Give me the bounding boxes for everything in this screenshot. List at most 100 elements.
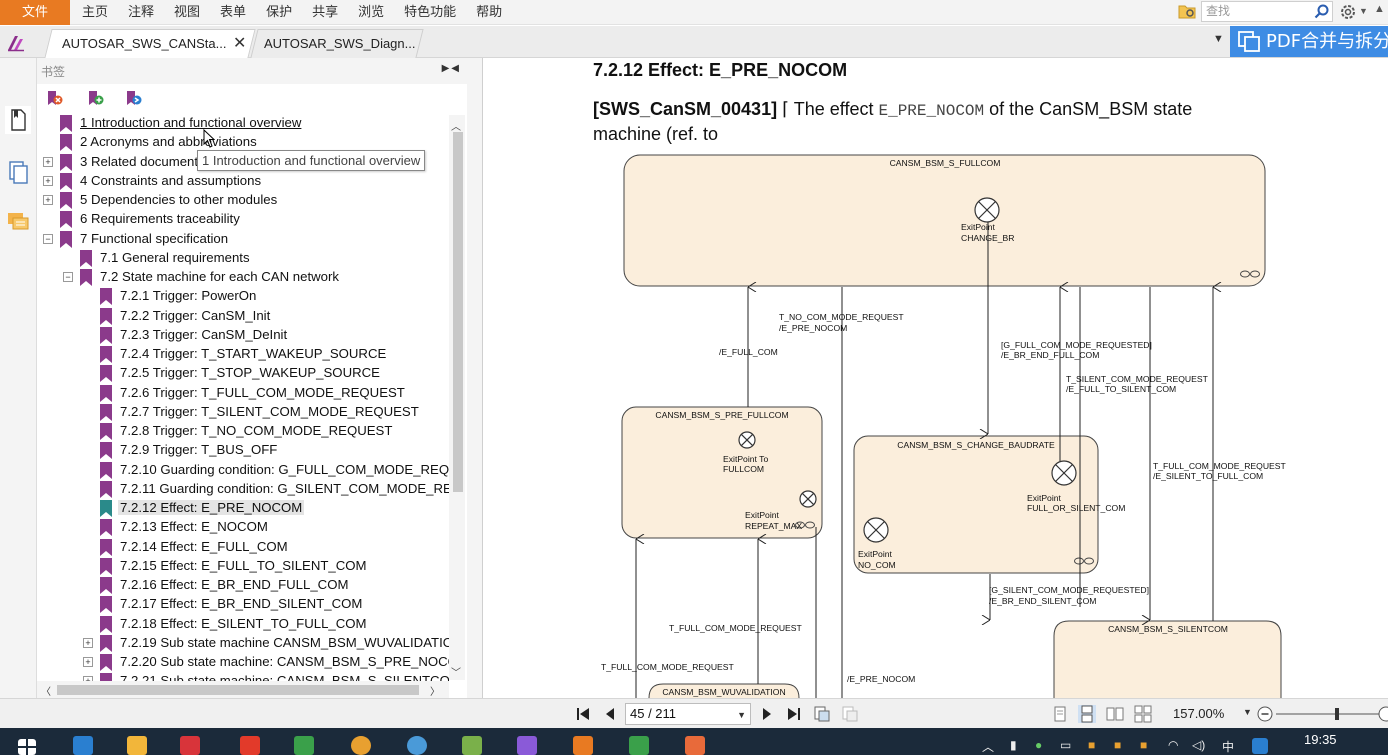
menu-item[interactable]: 表单 [220,5,247,20]
bookmark-item[interactable]: 7.2.14 Effect: E_FULL_COM [37,538,449,557]
bookmark-item[interactable]: 7.2.16 Effect: E_BR_END_FULL_COM [37,576,449,595]
expand-icon[interactable]: + [83,637,93,648]
menu-item[interactable]: 特色功能 [404,5,457,20]
menu-item[interactable]: 浏览 [358,5,385,20]
gear-icon[interactable] [1339,3,1357,21]
tray-app-icon[interactable] [1252,738,1268,754]
search-icon[interactable] [1314,4,1329,19]
previous-page-icon[interactable] [603,706,619,722]
menu-item[interactable]: 保护 [266,5,293,20]
bookmark-item[interactable]: 7.2.6 Trigger: T_FULL_COM_MODE_REQUEST [37,384,449,403]
scroll-left-icon[interactable]: 〈 [41,687,51,698]
file-menu-button[interactable]: 文件 [0,0,70,25]
taskbar-app-icon[interactable] [462,736,482,755]
taskbar-app-icon[interactable] [294,736,314,755]
bookmark-item[interactable]: 7.2.4 Trigger: T_START_WAKEUP_SOURCE [37,345,449,364]
bookmark-item[interactable]: +4 Constraints and assumptions [37,172,449,191]
volume-icon[interactable]: ◁) [1192,738,1206,752]
youdao-dictionary-icon[interactable] [180,736,200,755]
menu-item[interactable]: 注释 [128,5,155,20]
bookmark-item[interactable]: 7.2.11 Guarding condition: G_SILENT_COM_… [37,480,449,499]
pages-panel-icon[interactable] [5,158,31,186]
bookmark-item[interactable]: 1 Introduction and functional overview [37,114,449,133]
bookmark-item[interactable]: −7 Functional specification [37,230,449,249]
taskbar-app-icon[interactable] [240,736,260,755]
bookmark-item[interactable]: 6 Requirements traceability [37,210,449,229]
bookmark-item[interactable]: −7.2 State machine for each CAN network [37,268,449,287]
add-bookmark-icon[interactable] [86,89,104,107]
comments-panel-icon[interactable] [5,208,31,236]
delete-bookmark-icon[interactable] [45,89,63,107]
tray-usb-icon[interactable]: ▮ [1010,738,1017,752]
tray-app-icon[interactable]: ● [1035,738,1043,752]
bookmark-item[interactable]: +7.2.20 Sub state machine: CANSM_BSM_S_P… [37,653,449,672]
taskbar-app-icon[interactable] [407,736,427,755]
bookmark-item[interactable]: +7.2.19 Sub state machine CANSM_BSM_WUVA… [37,634,449,653]
tray-expand-icon[interactable]: ︿ [982,740,995,754]
bookmark-vertical-scroll-thumb[interactable] [453,132,463,492]
next-view-icon[interactable] [841,705,859,723]
zoom-dropdown-icon[interactable]: ▼ [1243,707,1252,717]
expand-icon[interactable]: + [43,156,53,167]
bookmark-item[interactable]: 7.2.2 Trigger: CanSM_Init [37,307,449,326]
tray-app-icon[interactable]: ■ [1088,738,1096,752]
menu-item[interactable]: 共享 [312,5,339,20]
bookmark-item[interactable]: 7.2.8 Trigger: T_NO_COM_MODE_REQUEST [37,422,449,441]
tray-app-icon[interactable]: ■ [1114,738,1122,752]
tab-list-dropdown-icon[interactable]: ▼ [1213,33,1224,45]
bookmark-item[interactable]: 7.2.5 Trigger: T_STOP_WAKEUP_SOURCE [37,364,449,383]
expand-icon[interactable]: + [83,676,93,685]
continuous-facing-view-icon[interactable] [1134,705,1152,723]
bookmark-item[interactable]: 7.2.9 Trigger: T_BUS_OFF [37,441,449,460]
scroll-up-icon[interactable]: ︿ [451,122,461,133]
page-number-field[interactable]: 45 / 211 ▼ [625,703,751,725]
bookmark-panel-icon[interactable] [5,106,31,134]
first-page-icon[interactable] [576,706,592,722]
file-explorer-icon[interactable] [127,736,147,755]
last-page-icon[interactable] [785,706,801,722]
scroll-down-icon[interactable]: ﹀ [451,668,461,679]
search-input[interactable]: 查找 [1201,1,1333,22]
bookmark-item[interactable]: 7.2.13 Effect: E_NOCOM [37,518,449,537]
menu-item[interactable]: 主页 [82,5,109,20]
chrome-icon[interactable] [351,736,371,755]
bookmark-item[interactable]: 7.2.10 Guarding condition: G_FULL_COM_MO… [37,461,449,480]
zoom-level[interactable]: 157.00% [1173,706,1225,721]
bookmark-item[interactable]: 7.2.7 Trigger: T_SILENT_COM_MODE_REQUEST [37,403,449,422]
bookmark-item[interactable]: 7.2.18 Effect: E_SILENT_TO_FULL_COM [37,615,449,634]
ime-indicator[interactable]: 中 [1222,740,1235,754]
expand-icon[interactable]: + [43,175,53,186]
single-page-view-icon[interactable] [1051,705,1069,723]
pdf-merge-split-banner[interactable]: PDF合并与拆分 [1230,26,1388,57]
tab-close-icon[interactable]: ✕ [233,35,247,52]
windows-start-icon[interactable] [18,739,36,755]
bookmark-item[interactable]: +3 Related documentation [37,153,449,172]
scroll-right-icon[interactable]: 〉 [430,687,440,698]
menu-item[interactable]: 帮助 [476,5,503,20]
page-dropdown-icon[interactable]: ▼ [737,710,746,720]
tray-battery-icon[interactable]: ▭ [1060,738,1072,752]
menu-item[interactable]: 视图 [174,5,201,20]
panel-collapse-icon[interactable]: ▶◀ [441,63,461,74]
tray-app-icon[interactable]: ■ [1140,738,1148,752]
facing-view-icon[interactable] [1106,705,1124,723]
bookmark-horizontal-scroll-thumb[interactable] [57,685,419,695]
search-folder-icon[interactable] [1178,3,1196,19]
taskbar-app-icon[interactable] [629,736,649,755]
foxit-reader-icon[interactable] [573,736,593,755]
ribbon-collapse-icon[interactable]: ▲ [1374,3,1385,15]
previous-view-icon[interactable] [813,705,831,723]
next-page-icon[interactable] [758,706,774,722]
taskbar-app-icon[interactable] [685,736,705,755]
taskbar-app-icon[interactable] [73,736,93,755]
wifi-icon[interactable]: ◠ [1168,738,1179,752]
taskbar-app-icon[interactable] [517,736,537,755]
collapse-icon[interactable]: − [43,233,53,244]
bookmark-item[interactable]: 7.2.17 Effect: E_BR_END_SILENT_COM [37,595,449,614]
zoom-slider[interactable] [1257,704,1388,724]
add-child-bookmark-icon[interactable] [124,89,142,107]
expand-icon[interactable]: + [43,195,53,205]
collapse-icon[interactable]: − [63,272,73,282]
clock[interactable]: 19:35 [1304,732,1337,747]
expand-icon[interactable]: + [83,657,93,667]
